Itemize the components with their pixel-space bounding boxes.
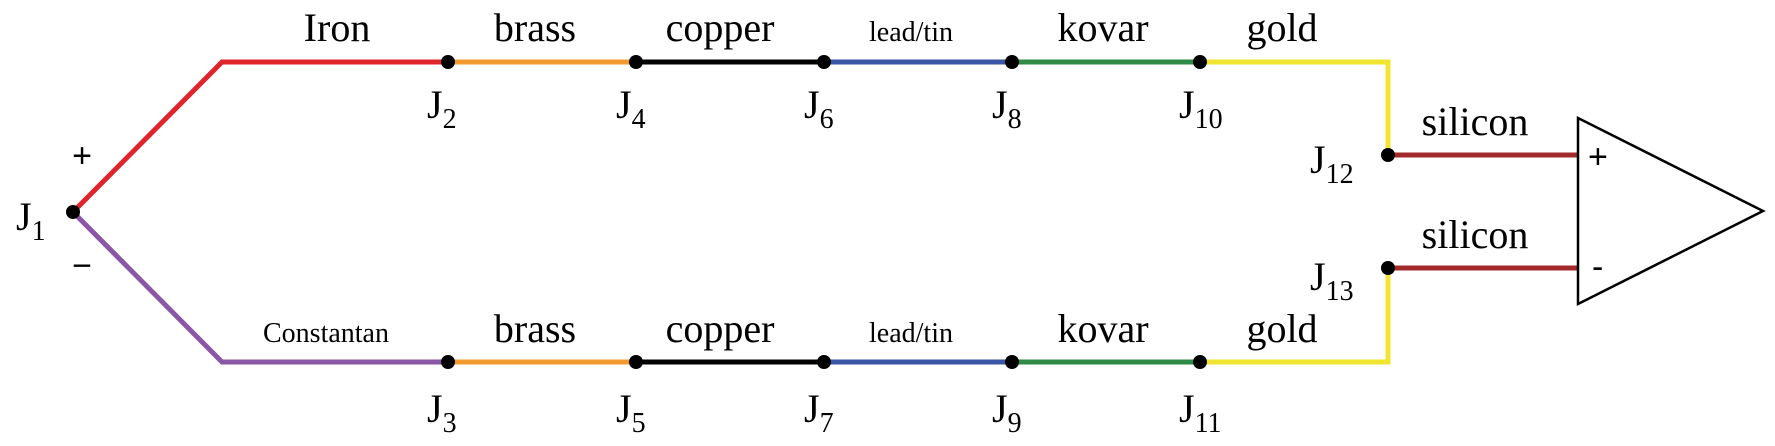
junction-label-j4: J4 [616,82,646,135]
gold-wire-bottom [1200,268,1391,365]
wire-label-top-gold: gold [1246,5,1317,50]
junction-label-j5: J5 [616,386,646,439]
junction-label-j1: J1 [16,194,46,247]
junction-node-j7 [817,355,831,369]
amplifier-minus-sign: - [1592,248,1603,286]
iron-wire [71,59,448,214]
wire-label-bottom-gold: gold [1246,306,1317,351]
wire-label-bottom-brass: brass [494,306,576,351]
wire-label-top-copper: copper [666,5,775,50]
wire-label-top-kovar: kovar [1057,5,1148,50]
junction-node-j13 [1381,261,1395,275]
junction-label-j13: J13 [1310,254,1354,307]
wire-label-bottom-kovar: kovar [1057,306,1148,351]
junction-label-j2: J2 [427,82,457,135]
junction-node-j4 [629,55,643,69]
junction-node-j11 [1193,355,1207,369]
junction-label-j7: J7 [804,386,834,439]
junction-label-j10: J10 [1179,82,1223,135]
junction-node-j8 [1005,55,1019,69]
wire-label-top-lead-tin: lead/tin [869,17,953,48]
junction-label-j3: J3 [427,386,457,439]
amplifier-triangle [1576,115,1766,307]
wire-label-top-brass: brass [494,5,576,50]
junction-node-j9 [1005,355,1019,369]
wire-label-bottom-copper: copper [666,306,775,351]
junction-label-j11: J11 [1179,386,1222,439]
junction-nodes [66,55,1395,369]
junction-node-j12 [1381,148,1395,162]
junction-label-j6: J6 [804,82,834,135]
amplifier-plus-sign: + [1588,138,1608,176]
gold-wire-top [1200,59,1391,155]
wire-label-bottom-lead-tin: lead/tin [869,318,953,349]
junction-node-j10 [1193,55,1207,69]
constantan-wire [71,210,448,365]
junction-node-j5 [629,355,643,369]
wire-label-top-iron: Iron [304,5,371,50]
wire-label-bottom-constantan: Constantan [263,318,389,349]
junction-node-j3 [441,355,455,369]
polarity-minus-sign: − [72,247,92,285]
polarity-plus-sign: + [72,137,92,175]
junction-node-j2 [441,55,455,69]
wire-label-silicon-bottom: silicon [1422,212,1529,257]
junction-node-j6 [817,55,831,69]
junction-label-j8: J8 [992,82,1022,135]
junction-label-j12: J12 [1310,137,1354,190]
wire-label-silicon-top: silicon [1422,99,1529,144]
junction-node-j1 [66,205,80,219]
junction-label-j9: J9 [992,386,1022,439]
